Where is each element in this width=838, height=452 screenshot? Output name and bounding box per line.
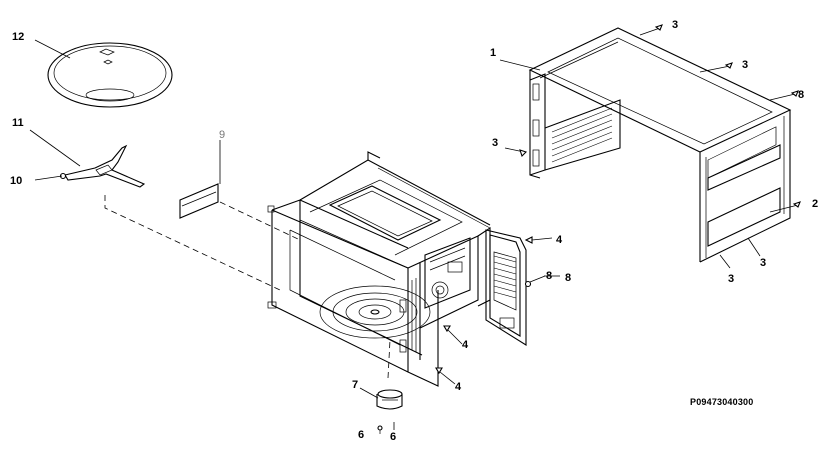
callout-2: 2 xyxy=(812,198,818,210)
callout-11: 11 xyxy=(12,117,24,129)
callout-4-top: 4 xyxy=(556,234,563,246)
callout-4-bottom: 4 xyxy=(455,381,462,393)
callout-12: 12 xyxy=(12,31,24,43)
callout-3-bottom-right: 3 xyxy=(760,257,766,269)
callout-8-left: 8 xyxy=(546,270,552,282)
callout-3-left: 3 xyxy=(492,137,498,149)
motor-part xyxy=(376,389,403,410)
side-panel-part xyxy=(485,229,527,346)
callout-6-right: 6 xyxy=(390,431,396,443)
callout-8-case: 8 xyxy=(798,89,804,101)
callout-8-right: 8 xyxy=(565,272,571,284)
oven-cavity-assembly xyxy=(267,151,491,387)
outer-case-part xyxy=(528,27,792,263)
callout-9: 9 xyxy=(219,129,225,141)
callout-3-top: 3 xyxy=(672,19,678,31)
callout-7: 7 xyxy=(352,379,358,391)
case-screws xyxy=(499,24,801,269)
callout-1: 1 xyxy=(490,47,496,59)
screws-6 xyxy=(377,425,383,434)
callout-6-left: 6 xyxy=(358,429,364,441)
callout-3-right: 3 xyxy=(742,59,748,71)
callout-4-middle: 4 xyxy=(462,339,469,351)
leader-lines xyxy=(29,39,395,430)
drawing-code: P09473040300 xyxy=(690,397,753,407)
waveguide-cover-part xyxy=(179,183,219,219)
callout-10: 10 xyxy=(10,175,22,187)
callout-labels: 12 11 10 9 1 3 3 8 3 2 3 3 4 8 8 4 4 7 6… xyxy=(10,19,818,443)
roller-guide-part xyxy=(59,144,146,188)
alignment-lines xyxy=(104,195,391,379)
cavity-screws xyxy=(435,236,560,385)
glass-tray-part xyxy=(47,42,173,108)
callout-3-bottom: 3 xyxy=(728,273,734,285)
